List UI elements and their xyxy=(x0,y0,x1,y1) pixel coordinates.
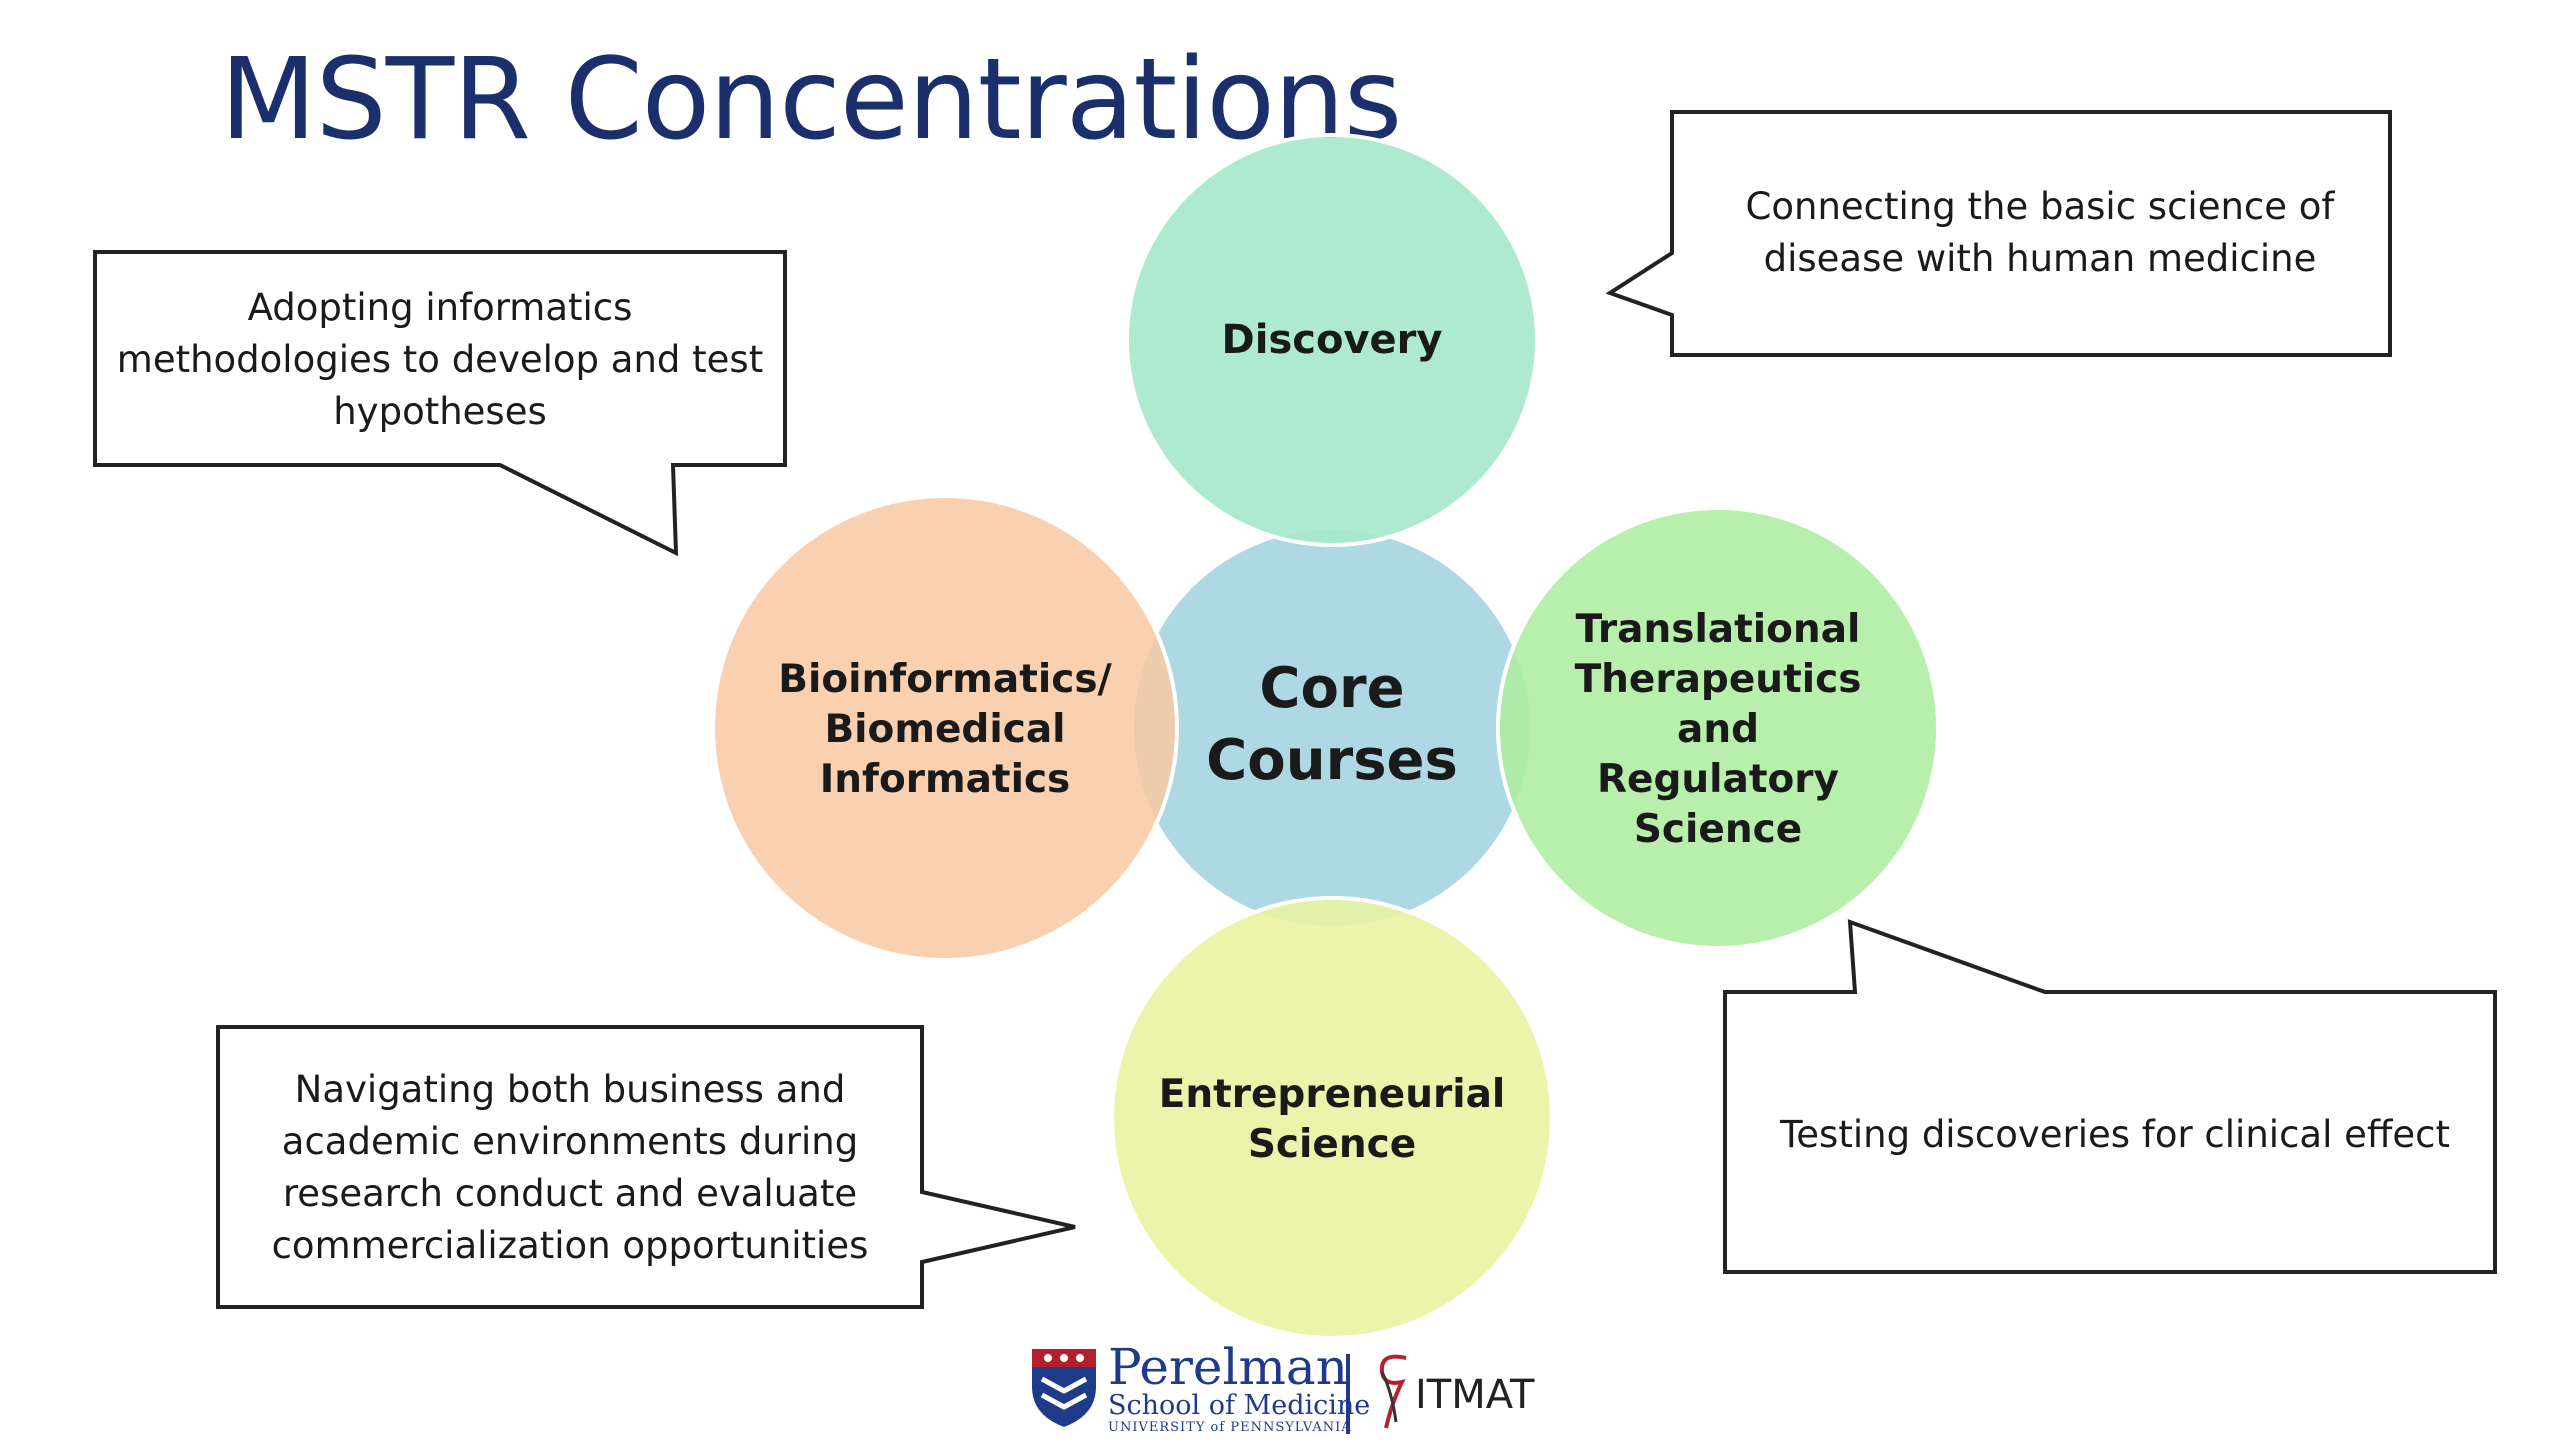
callout-bottom-right-text: Testing discoveries for clinical effect xyxy=(1779,1113,2450,1156)
label-translational: Translational Therapeutics and Regulator… xyxy=(1574,607,1862,852)
callout-bottom-right-shape xyxy=(1723,919,2497,1274)
footer-logos: Perelman School of Medicine UNIVERSITY o… xyxy=(1020,1338,1550,1442)
circle-translational xyxy=(1496,506,1940,950)
logo-perelman: Perelman xyxy=(1108,1338,1348,1396)
logo-university: UNIVERSITY of PENNSYLVANIA xyxy=(1108,1420,1352,1435)
callout-top-right-shape xyxy=(1605,110,2392,357)
callout-top-right-text: Connecting the basic science of disease … xyxy=(1745,184,2335,280)
callout-bottom-left-shape xyxy=(216,1025,1076,1309)
callout-top-left-shape xyxy=(93,250,787,557)
circle-entrepreneurial xyxy=(1110,896,1554,1340)
label-bioinformatics: Bioinformatics/ Biomedical Informatics xyxy=(778,657,1112,802)
circle-discovery xyxy=(1125,133,1539,547)
circle-bioinformatics xyxy=(711,494,1179,962)
callout-bottom-left-text: Navigating both business and academic en… xyxy=(271,1067,869,1267)
itmat-swirl-icon xyxy=(1379,1354,1407,1429)
label-core-courses: Core Courses xyxy=(1206,656,1458,793)
callout-top-left-text: Adopting informatics methodologies to de… xyxy=(116,286,764,433)
page-title: MSTR Concentrations xyxy=(220,35,1402,165)
logo-divider xyxy=(1346,1354,1350,1434)
label-entrepreneurial: Entrepreneurial Science xyxy=(1158,1072,1506,1167)
circle-core-courses xyxy=(1134,530,1530,926)
penn-shield-icon xyxy=(1032,1349,1096,1427)
logo-itmat: ITMAT xyxy=(1415,1372,1535,1418)
logo-school: School of Medicine xyxy=(1108,1390,1371,1421)
label-discovery: Discovery xyxy=(1221,317,1443,363)
